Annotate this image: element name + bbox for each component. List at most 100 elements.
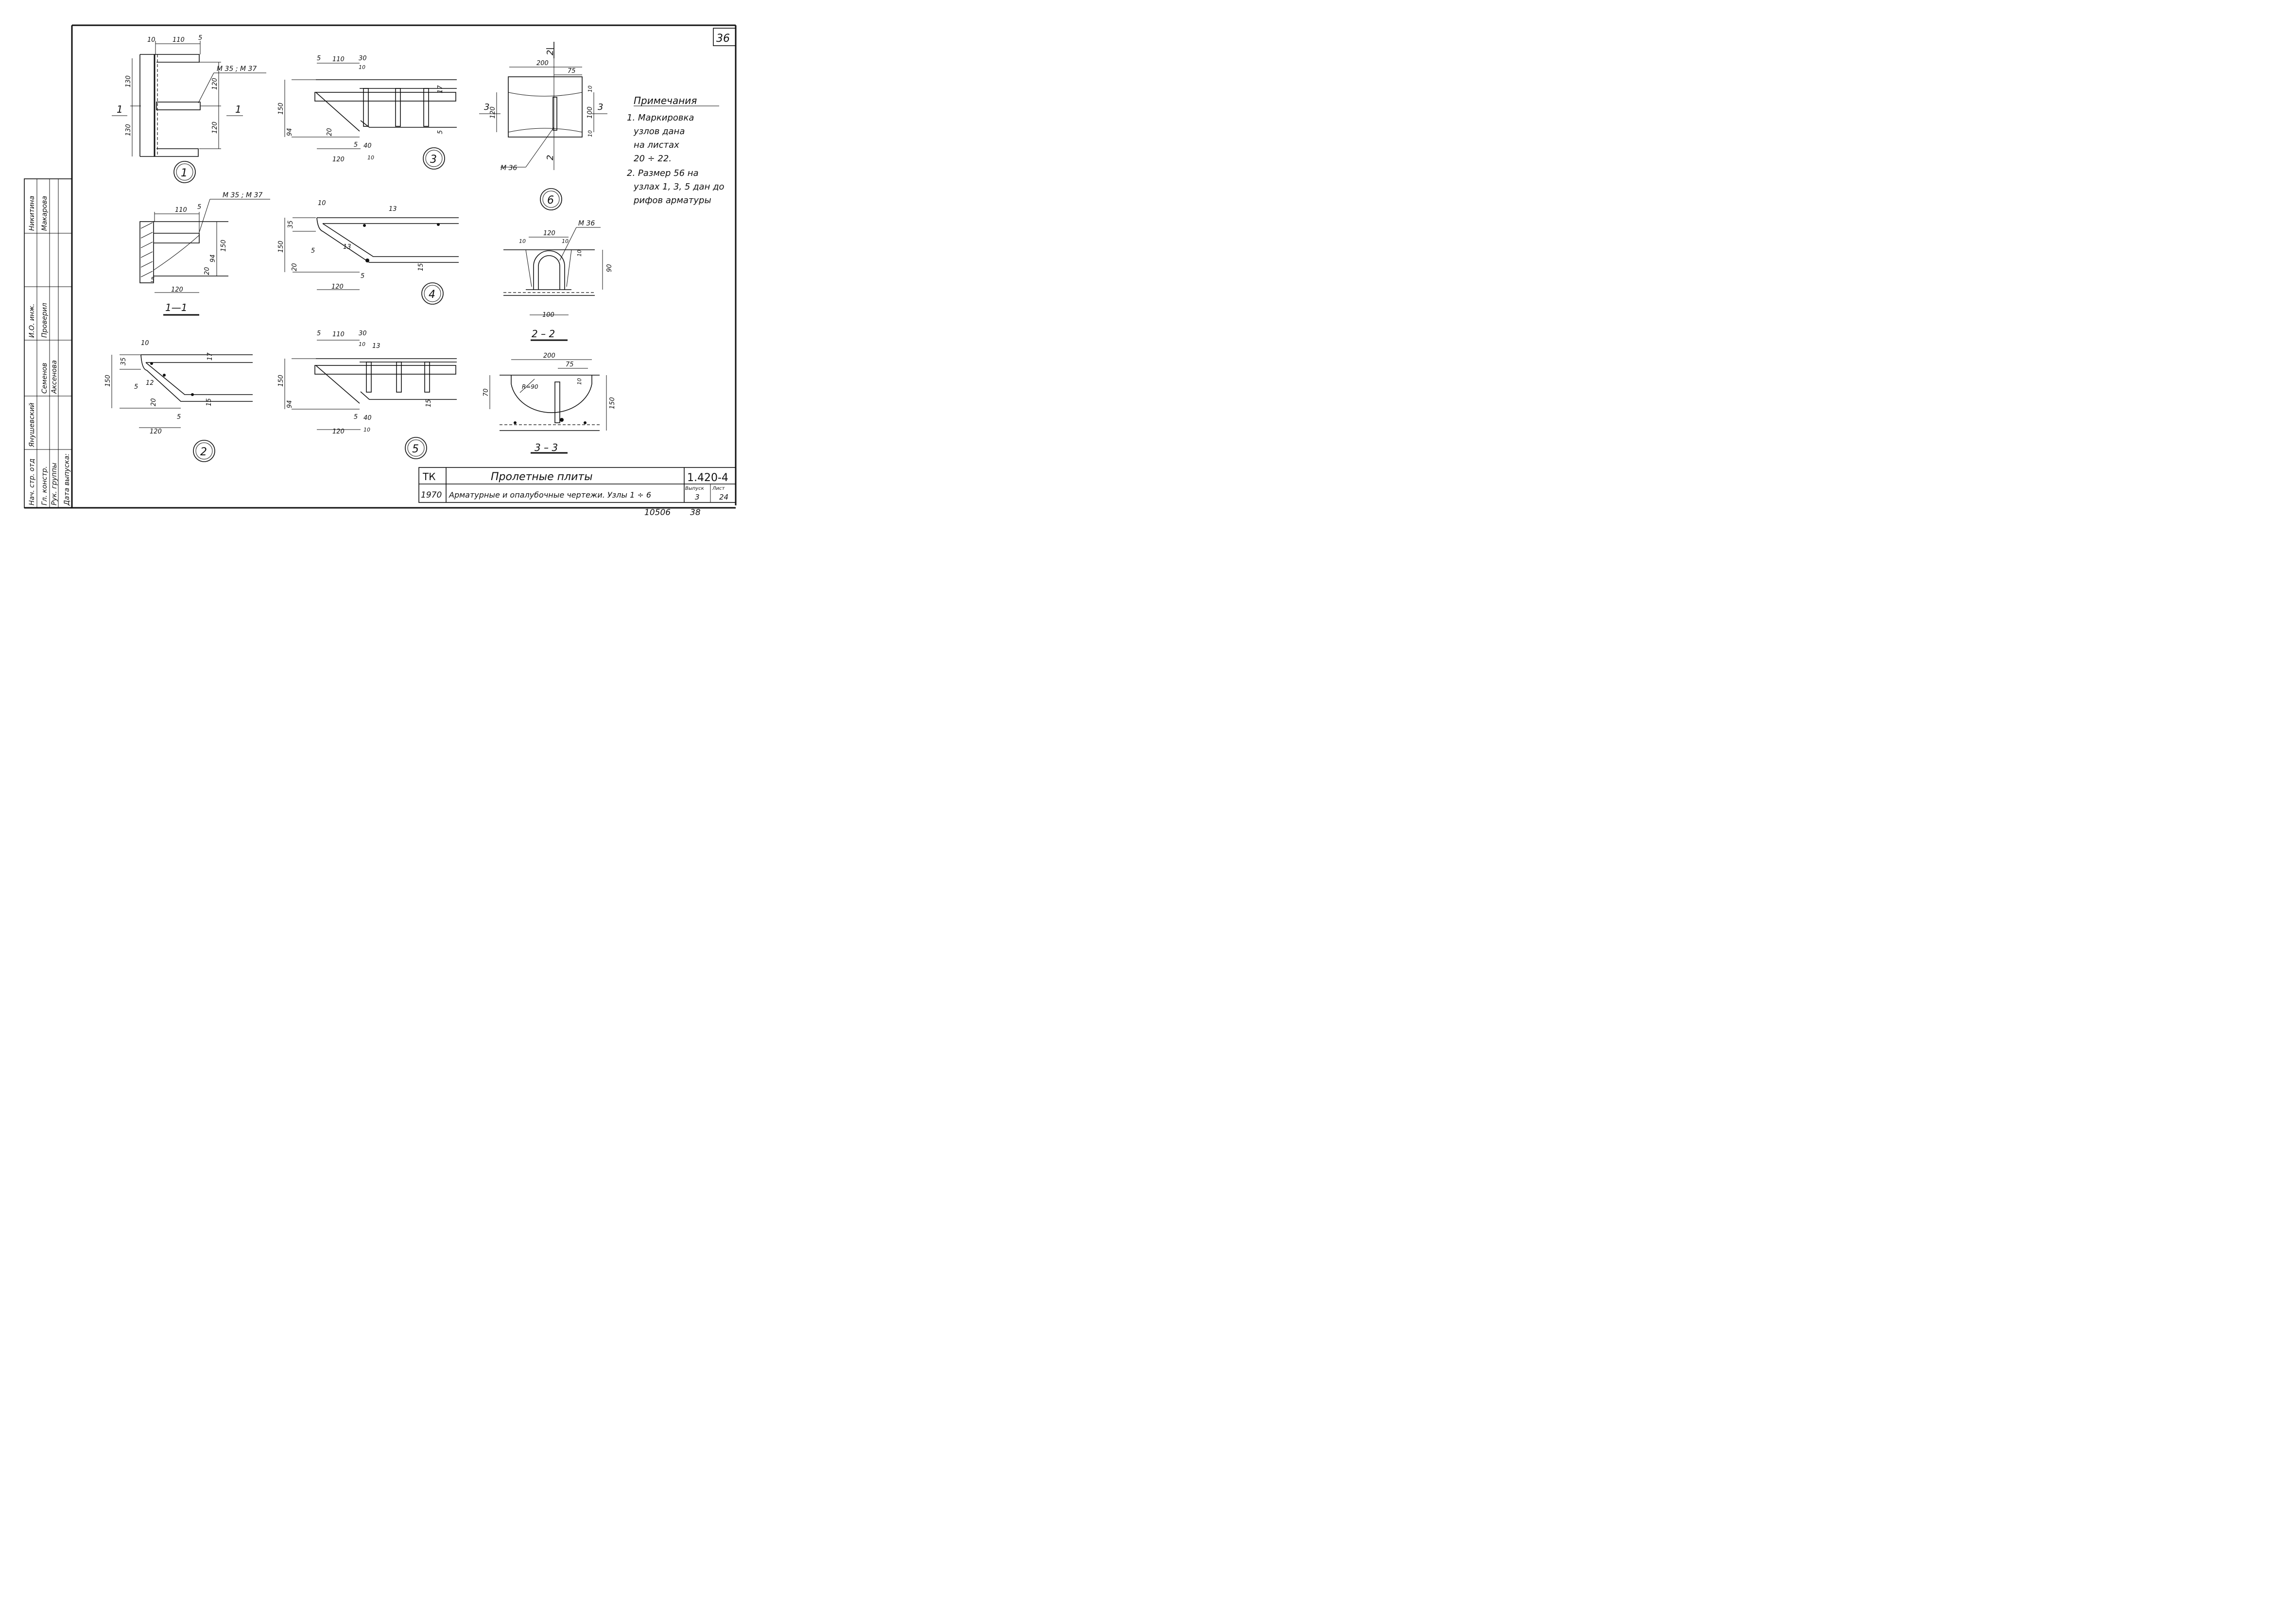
dim-35: 35 <box>287 220 294 228</box>
section-3-mark-left: 3 <box>484 102 489 112</box>
dim-5: 5 <box>177 414 181 421</box>
org-code: ТК <box>422 471 435 483</box>
dim-10: 10 <box>562 238 569 244</box>
dim-5: 5 <box>317 330 321 337</box>
node-6-drawing <box>479 42 607 210</box>
dim-200: 200 <box>536 60 549 67</box>
dim-120: 120 <box>543 230 555 237</box>
dim-5: 5 <box>198 35 202 42</box>
section-2-2-drawing <box>503 227 603 341</box>
dim-5: 5 <box>361 273 364 280</box>
stamp-role-5: Проверил <box>41 303 49 338</box>
section-2-2-label: 2 – 2 <box>532 328 555 340</box>
dim-94: 94 <box>209 254 217 262</box>
dim-200: 200 <box>543 352 555 360</box>
dim-30: 30 <box>359 330 367 337</box>
section-2-mark-bottom: 2 <box>545 155 555 160</box>
sheet-number: 36 <box>716 33 730 45</box>
dim-94: 94 <box>286 128 293 136</box>
dim-5: 5 <box>354 141 358 149</box>
dim-5: 5 <box>134 383 138 391</box>
dim-5: 5 <box>437 130 444 134</box>
drawing-title: Пролетные плиты <box>491 471 593 483</box>
dim-40: 40 <box>363 142 372 150</box>
year: 1970 <box>421 490 442 500</box>
section-1-left: 1 <box>117 104 123 115</box>
dim-150: 150 <box>277 103 285 115</box>
node-4-label: 4 <box>429 289 435 301</box>
sheet-in-issue: 24 <box>719 493 728 501</box>
issue-number: 3 <box>695 493 700 501</box>
node-1-label: 1 <box>181 167 188 179</box>
dim-120: 120 <box>489 106 497 119</box>
dim-120: 120 <box>332 428 345 435</box>
dim-17: 17 <box>207 352 214 361</box>
dim-120: 120 <box>331 283 344 291</box>
section-1-1-drawing <box>139 199 270 316</box>
node-3-drawing <box>284 63 457 170</box>
stamp-name-5: Макарова <box>41 196 49 231</box>
dim-10: 10 <box>359 64 365 70</box>
dim-13: 13 <box>343 243 351 251</box>
stamp-name-2: Семенов <box>41 363 49 394</box>
note-line-2: узлов дана <box>633 126 685 137</box>
archive-number: 10506 <box>644 508 671 518</box>
section-2-mark-top: 2 <box>545 50 555 55</box>
stamp-role-2: Гл. констр. <box>41 466 49 505</box>
node-6-label: 6 <box>547 194 554 207</box>
dim-130: 130 <box>125 124 132 136</box>
section-3-mark-right: 3 <box>598 102 603 112</box>
dim-120: 120 <box>171 286 183 294</box>
dim-150: 150 <box>220 240 227 252</box>
mark-m36: М 36 <box>501 164 517 172</box>
notes-heading: Примечания <box>634 95 697 106</box>
dim-100: 100 <box>587 106 594 119</box>
node-5-drawing <box>284 340 457 459</box>
dim-13: 13 <box>389 206 397 213</box>
approval-stamp <box>24 178 72 508</box>
dim-20: 20 <box>326 128 333 136</box>
dim-30: 30 <box>359 55 367 62</box>
series-code: 1.420-4 <box>687 472 728 484</box>
dim-5: 5 <box>317 55 321 62</box>
dim-5: 5 <box>311 247 315 255</box>
dim-70: 70 <box>483 388 490 397</box>
dim-13: 13 <box>372 343 380 350</box>
dim-5: 5 <box>197 204 201 211</box>
stamp-name-3: Аксенова <box>51 360 58 394</box>
stamp-role-4: И.О. инж. <box>28 304 36 338</box>
stamp-role-1: Нач. стр. отд <box>28 459 36 505</box>
title-block <box>418 467 736 503</box>
dim-10: 10 <box>141 340 149 347</box>
dim-75: 75 <box>566 361 574 368</box>
dim-12: 12 <box>146 380 154 387</box>
dim-10: 10 <box>367 155 374 161</box>
note-line-7: рифов арматуры <box>633 195 711 206</box>
dim-110: 110 <box>175 207 187 214</box>
stamp-name-4: Никитина <box>28 196 36 231</box>
stamp-name-1: Янушевский <box>28 403 36 448</box>
dim-100: 100 <box>542 311 554 319</box>
dim-10: 10 <box>576 250 583 257</box>
dim-10: 10 <box>147 36 155 44</box>
mark-m36: М 36 <box>578 220 595 227</box>
dim-15: 15 <box>425 399 432 407</box>
dim-10: 10 <box>318 200 326 207</box>
dim-20: 20 <box>150 398 157 406</box>
section-3-3-drawing <box>489 359 607 454</box>
note-line-1: 1. Маркировка <box>627 113 694 123</box>
node-2-drawing <box>111 354 253 462</box>
dim-120: 120 <box>211 121 219 134</box>
dim-10: 10 <box>587 86 593 92</box>
dim-10: 10 <box>576 378 583 385</box>
dim-5: 5 <box>354 414 358 421</box>
dim-110: 110 <box>332 331 345 338</box>
stamp-role-3: Рук. группы <box>51 463 58 505</box>
archive-sheet: 38 <box>690 508 701 518</box>
dim-20: 20 <box>291 263 298 271</box>
section-1-right: 1 <box>235 104 242 115</box>
dim-110: 110 <box>332 56 345 63</box>
node-1-drawing <box>112 41 266 183</box>
radius-label: R=90 <box>522 383 538 390</box>
dim-120: 120 <box>211 78 219 90</box>
